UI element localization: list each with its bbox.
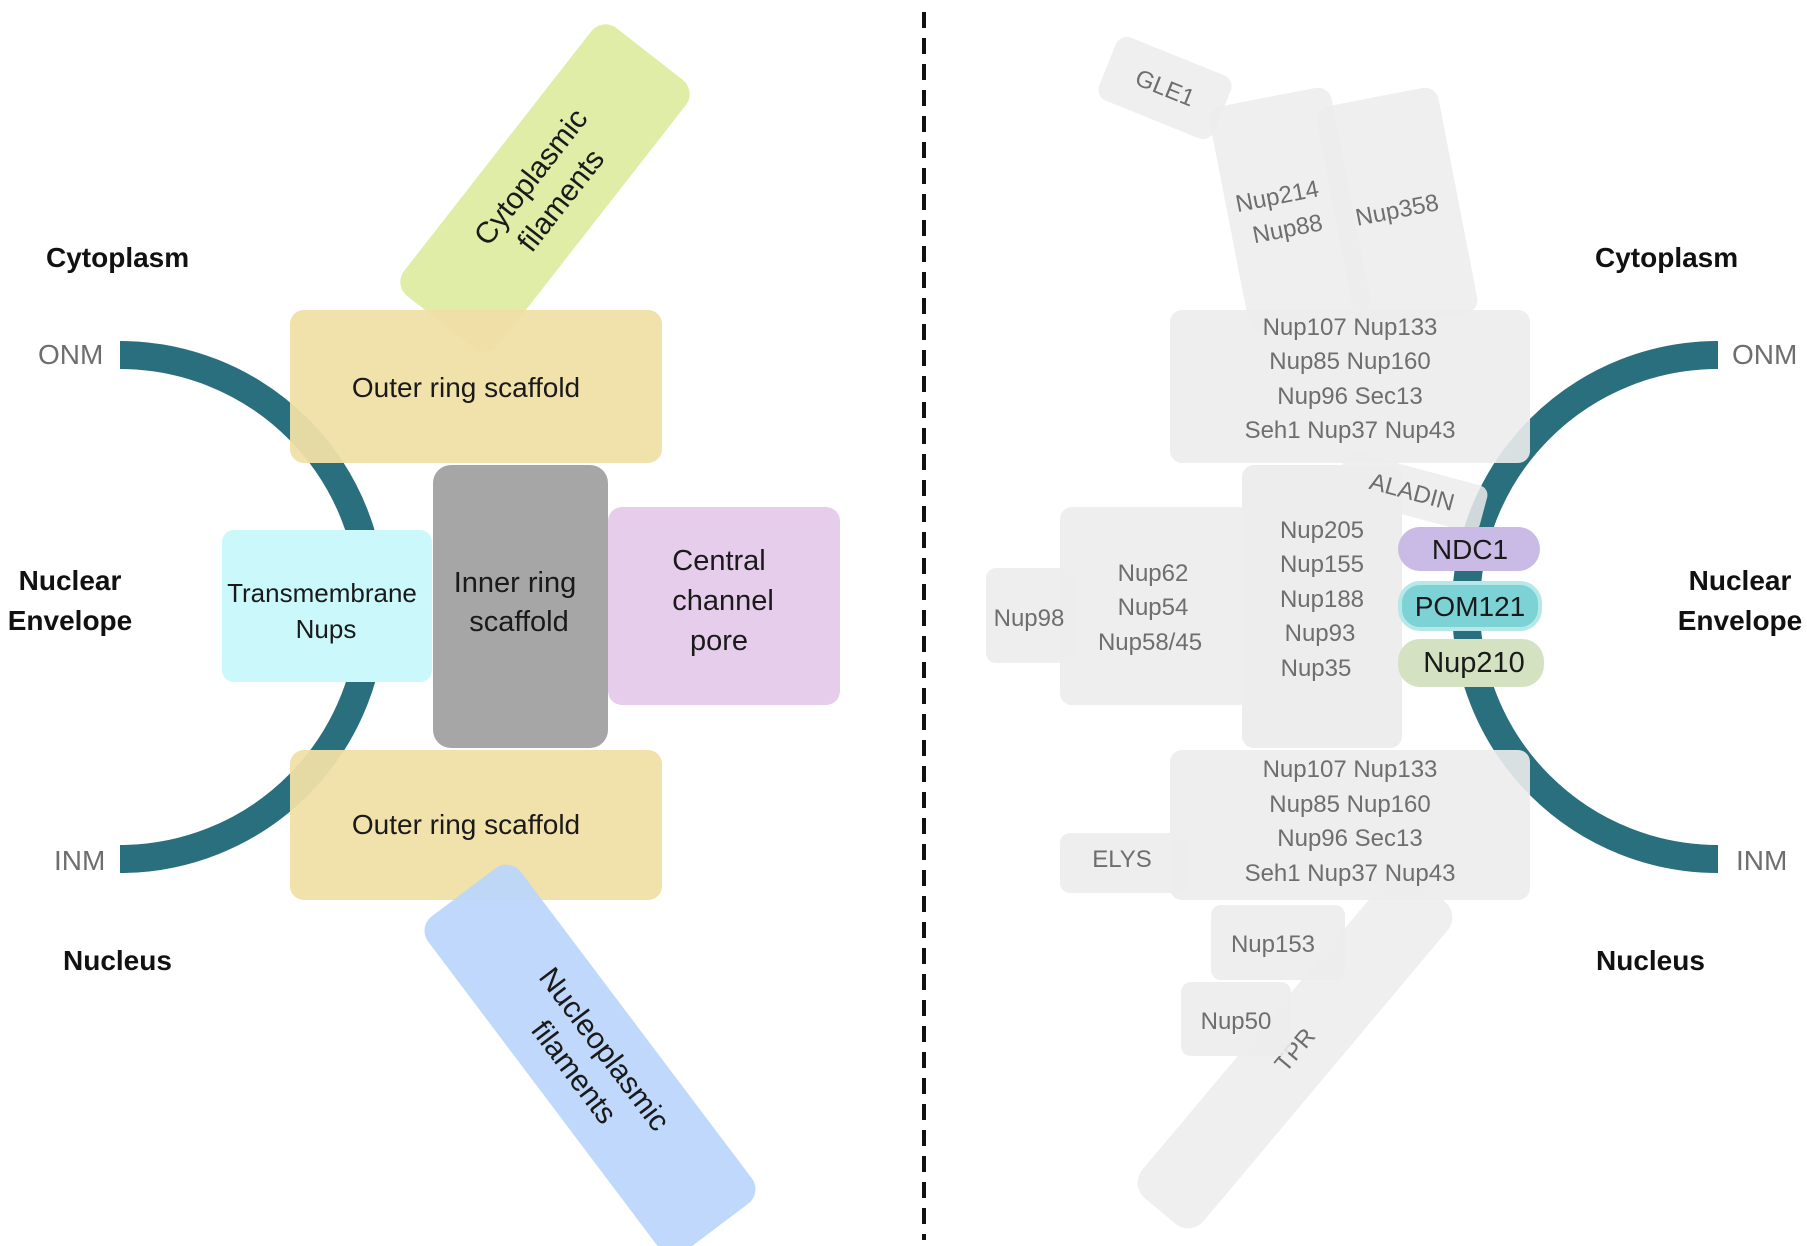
inner-ring-label-2: scaffold xyxy=(469,606,568,638)
left-onm-label: ONM xyxy=(38,339,103,370)
nup50-box xyxy=(1181,982,1291,1056)
left-nucleus-label: Nucleus xyxy=(63,945,172,976)
central-label-1: Central xyxy=(672,545,766,577)
inner-nup93: Nup93 xyxy=(1285,620,1356,647)
transmembrane-nups-box xyxy=(222,530,432,682)
transmembrane-label-2: Nups xyxy=(296,614,357,644)
central-nup62: Nup62 xyxy=(1118,560,1189,587)
right-inner-box xyxy=(1242,465,1402,748)
transmembrane-label-1: Transmembrane xyxy=(227,578,417,608)
outer-ring-bottom-label: Outer ring scaffold xyxy=(352,809,580,840)
right-inm-label: INM xyxy=(1736,845,1787,876)
inner-nup205: Nup205 xyxy=(1280,517,1364,544)
left-panel: Cytoplasmic filaments Outer ring scaffol… xyxy=(8,24,840,1246)
central-nup54: Nup54 xyxy=(1118,594,1189,621)
nup98-label: Nup98 xyxy=(994,605,1065,632)
outer-ring-bottom-box xyxy=(290,750,662,900)
ndc1-label: NDC1 xyxy=(1432,534,1508,565)
left-inm-label: INM xyxy=(54,845,105,876)
nup98-box xyxy=(986,568,1074,663)
aladin-box: ALADIN xyxy=(1336,451,1488,533)
central-nup58: Nup58/45 xyxy=(1098,629,1202,656)
right-cytoplasm-label: Cytoplasm xyxy=(1595,242,1738,273)
left-nuclear-label-1: Nuclear xyxy=(19,565,122,596)
outer-bottom-line-2: Nup85 Nup160 xyxy=(1269,791,1430,818)
ndc1-pill xyxy=(1398,527,1540,571)
elys-box xyxy=(1060,833,1186,893)
elys-label: ELYS xyxy=(1092,846,1152,873)
nup153-box xyxy=(1211,905,1345,980)
gle1-box: GLE1 xyxy=(1098,36,1232,140)
inner-ring-label-1: Inner ring xyxy=(454,567,577,599)
outer-top-line-3: Nup96 Sec13 xyxy=(1277,383,1422,410)
right-onm-label: ONM xyxy=(1732,339,1797,370)
nup210-pill xyxy=(1398,639,1544,687)
right-outer-top-box xyxy=(1170,310,1530,463)
outer-top-line-1: Nup107 Nup133 xyxy=(1263,314,1438,341)
right-nuclear-label-1: Nuclear xyxy=(1689,565,1792,596)
inner-ring-box xyxy=(433,465,608,748)
nup358-box: Nup358 xyxy=(1316,87,1478,333)
pom121-pill xyxy=(1398,581,1542,631)
inner-nup188: Nup188 xyxy=(1280,586,1364,613)
right-central-box xyxy=(1060,507,1250,705)
outer-top-line-2: Nup85 Nup160 xyxy=(1269,348,1430,375)
nucleoplasmic-filaments: Nucleoplasmic filaments xyxy=(424,864,756,1246)
outer-bottom-line-4: Seh1 Nup37 Nup43 xyxy=(1245,860,1456,887)
right-outer-bottom-box xyxy=(1170,750,1530,900)
central-label-2: channel xyxy=(672,585,774,617)
outer-bottom-line-1: Nup107 Nup133 xyxy=(1263,756,1438,783)
inner-nup35: Nup35 xyxy=(1281,655,1352,682)
central-channel-box xyxy=(608,507,840,705)
left-cytoplasm-label: Cytoplasm xyxy=(46,242,189,273)
pom121-label: POM121 xyxy=(1415,591,1526,622)
right-panel: GLE1 Nup214 Nup88 Nup358 Nup107 Nup133 N… xyxy=(986,36,1802,1229)
nup210-label: Nup210 xyxy=(1423,647,1525,679)
nup50-label: Nup50 xyxy=(1201,1008,1272,1035)
cytoplasmic-filaments: Cytoplasmic filaments xyxy=(400,24,690,352)
outer-bottom-line-3: Nup96 Sec13 xyxy=(1277,825,1422,852)
outer-ring-top-box xyxy=(290,310,662,463)
nup153-label: Nup153 xyxy=(1231,931,1315,958)
right-nucleus-label: Nucleus xyxy=(1596,945,1705,976)
outer-top-line-4: Seh1 Nup37 Nup43 xyxy=(1245,417,1456,444)
outer-ring-top-label: Outer ring scaffold xyxy=(352,372,580,403)
central-label-3: pore xyxy=(690,625,748,657)
left-nuclear-label-2: Envelope xyxy=(8,605,132,636)
right-nuclear-label-2: Envelope xyxy=(1678,605,1802,636)
inner-nup155: Nup155 xyxy=(1280,551,1364,578)
